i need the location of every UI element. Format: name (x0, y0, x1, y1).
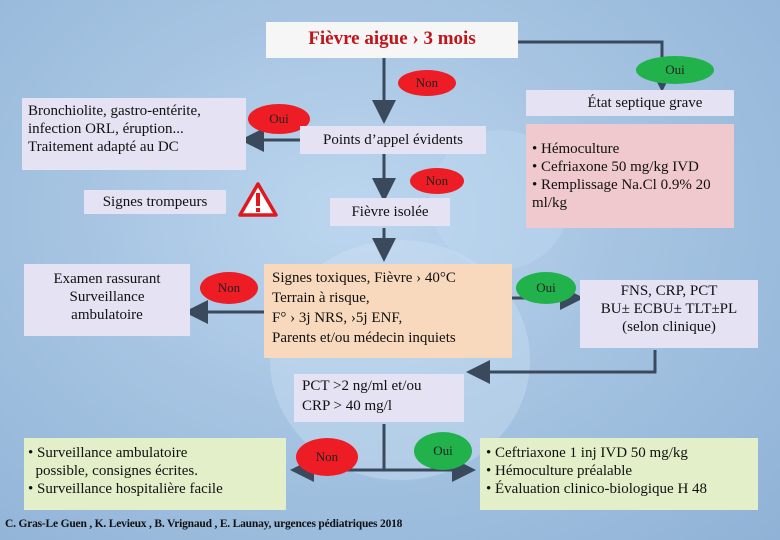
fns-line: (selon clinique) (622, 319, 716, 335)
pct-line: CRP > 40 mg/l (302, 398, 393, 414)
toxiques-line: F° › 3j NRS, ›5j ENF, (272, 310, 403, 326)
septique-action: • Cefriaxone 50 mg/kg IVD (532, 159, 699, 175)
toxiques-line: Parents et/ou médecin inquiets (272, 330, 456, 346)
non-pill: Non (410, 168, 464, 194)
signes-trompeurs-box: Signes trompeurs (84, 190, 226, 214)
bronchiolite-box: Bronchiolite, gastro-entérite, infection… (22, 98, 246, 170)
signes-toxiques-box: Signes toxiques, Fièvre › 40°C Terrain à… (264, 264, 512, 358)
warning-triangle-icon (238, 182, 278, 218)
oui-pill: Oui (414, 432, 472, 470)
non-pill: Non (398, 70, 456, 96)
examen-line: Surveillance (69, 289, 145, 305)
footer-credits: C. Gras-Le Guen , K. Levieux , B. Vrigna… (5, 518, 403, 530)
fns-line: BU± ECBU± TLT±PL (600, 301, 738, 317)
ceftriaxone-line: • Évaluation clinico-biologique H 48 (486, 481, 708, 497)
toxiques-line: Terrain à risque, (272, 290, 370, 306)
fievre-isolee-box: Fièvre isolée (330, 198, 450, 226)
fns-line: FNS, CRP, PCT (620, 283, 718, 299)
non-pill: Non (296, 438, 358, 476)
surveillance-line: possible, consignes écrites. (28, 463, 198, 479)
septique-action: • Remplissage Na.Cl 0.9% 20 ml/kg (532, 177, 711, 211)
bronchiolite-line: Bronchiolite, gastro-entérite, (28, 103, 201, 119)
ceftriaxone-line: • Hémoculture préalable (486, 463, 633, 479)
page-title: Fièvre aigue › 3 mois (266, 22, 518, 58)
ceftriaxone-box: • Ceftriaxone 1 inj IVD 50 mg/kg • Hémoc… (480, 438, 758, 510)
oui-pill: Oui (516, 272, 576, 304)
surveillance-line: • Surveillance ambulatoire (28, 445, 188, 461)
oui-pill: Oui (248, 104, 310, 134)
pct-line: PCT >2 ng/ml et/ou (302, 378, 422, 394)
bronchiolite-line: Traitement adapté au DC (28, 139, 179, 155)
ceftriaxone-line: • Ceftriaxone 1 inj IVD 50 mg/kg (486, 445, 688, 461)
examen-rassurant-box: Examen rassurant Surveillance ambulatoir… (24, 264, 190, 336)
non-pill: Non (200, 272, 258, 304)
pct-box: PCT >2 ng/ml et/ou CRP > 40 mg/l (294, 374, 464, 422)
examen-line: Examen rassurant (53, 271, 161, 287)
bronchiolite-line: infection ORL, éruption... (28, 121, 184, 137)
etat-septique-box: État septique grave (526, 90, 734, 116)
oui-pill: Oui (636, 56, 714, 84)
points-appel-box: Points d’appel évidents (300, 126, 486, 154)
fns-box: FNS, CRP, PCT BU± ECBU± TLT±PL (selon cl… (580, 280, 758, 348)
septique-actions-box: • Hémoculture • Cefriaxone 50 mg/kg IVD … (526, 124, 734, 228)
examen-line: ambulatoire (71, 307, 143, 323)
septique-action: • Hémoculture (532, 141, 620, 157)
surveillance-box: • Surveillance ambulatoire possible, con… (24, 438, 286, 510)
surveillance-line: • Surveillance hospitalière facile (28, 481, 223, 497)
toxiques-line: Signes toxiques, Fièvre › 40°C (272, 270, 456, 286)
